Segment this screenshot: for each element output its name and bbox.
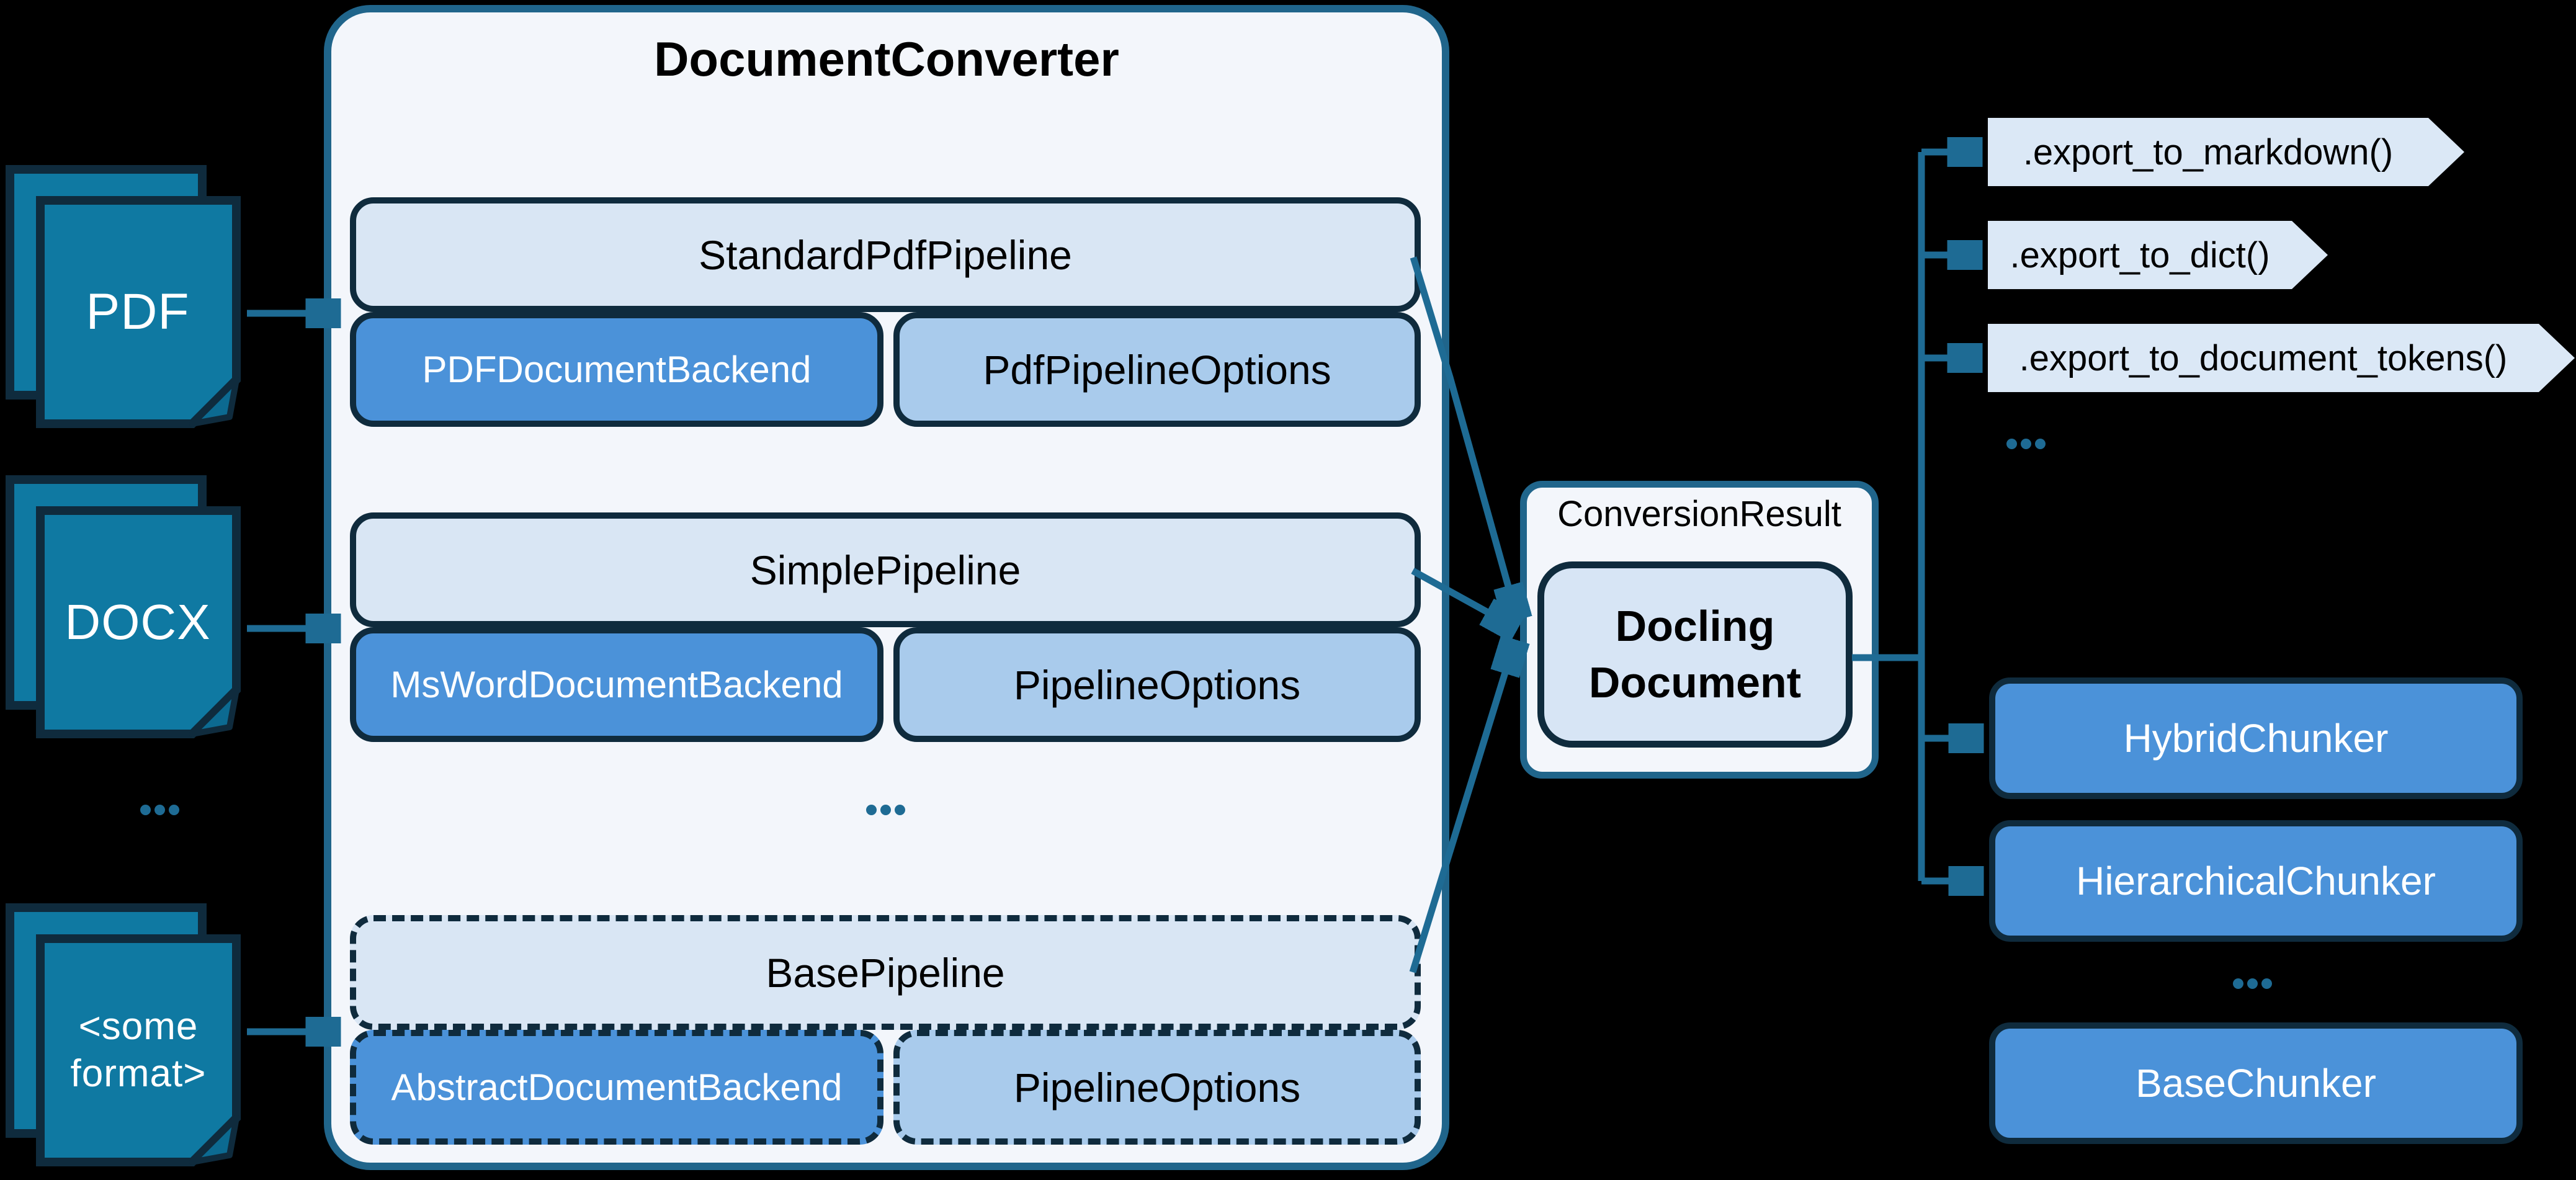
document-stack-icon — [6, 165, 241, 428]
converter-ellipsis: ... — [866, 805, 905, 815]
chunkers-ellipsis: ... — [2233, 978, 2272, 989]
hierarchical-chunker-box: HierarchicalChunker — [1989, 820, 2523, 942]
document-converter-title: DocumentConverter — [654, 32, 1119, 86]
input-pdf-documents: PDF — [5, 164, 244, 431]
pipeline-simple: SimplePipeline — [350, 512, 1421, 627]
dot — [866, 805, 877, 815]
document-stack-icon — [6, 475, 241, 738]
dot — [2247, 978, 2258, 989]
options-pipeline: PipelineOptions — [893, 627, 1421, 742]
dot — [895, 805, 905, 815]
input-label-pdf: PDF — [86, 283, 190, 340]
options-base-pipeline: PipelineOptions — [893, 1030, 1421, 1145]
dot — [2021, 439, 2031, 449]
docling-document-label: Docling Document — [1588, 602, 1802, 707]
dot — [2035, 439, 2046, 449]
export-to-dict-banner: .export_to_dict() — [1988, 221, 2328, 289]
dot — [140, 805, 151, 815]
conversion-result-label: ConversionResult — [1557, 494, 1841, 534]
pipeline-base: BasePipeline — [350, 915, 1421, 1030]
pipeline-standard-pdf: StandardPdfPipeline — [350, 197, 1421, 312]
dot — [2006, 439, 2017, 449]
export-to-markdown-banner: .export_to_markdown() — [1988, 118, 2464, 186]
hybrid-chunker-box: HybridChunker — [1989, 677, 2523, 799]
dot — [2233, 978, 2243, 989]
backend-msword-document: MsWordDocumentBackend — [350, 627, 883, 742]
input-label-docx: DOCX — [65, 594, 211, 650]
backend-pdf-document: PDFDocumentBackend — [350, 312, 883, 427]
input-docx-documents: DOCX — [5, 475, 244, 741]
dot — [169, 805, 179, 815]
exports-ellipsis: ... — [2006, 439, 2046, 449]
inputs-ellipsis: ... — [140, 805, 179, 815]
export-to-document-tokens-banner: .export_to_document_tokens() — [1988, 324, 2575, 392]
input-label-some-format: <some format> — [70, 1005, 207, 1095]
options-pdf-pipeline: PdfPipelineOptions — [893, 312, 1421, 427]
dot — [2261, 978, 2272, 989]
dot — [880, 805, 891, 815]
input-some-format-documents: <some format> — [5, 903, 244, 1169]
backend-abstract-document: AbstractDocumentBackend — [350, 1030, 883, 1145]
docling-document-box: Docling Document — [1537, 561, 1853, 748]
base-chunker-box: BaseChunker — [1989, 1022, 2523, 1144]
dot — [154, 805, 165, 815]
document-stack-icon — [6, 903, 241, 1166]
